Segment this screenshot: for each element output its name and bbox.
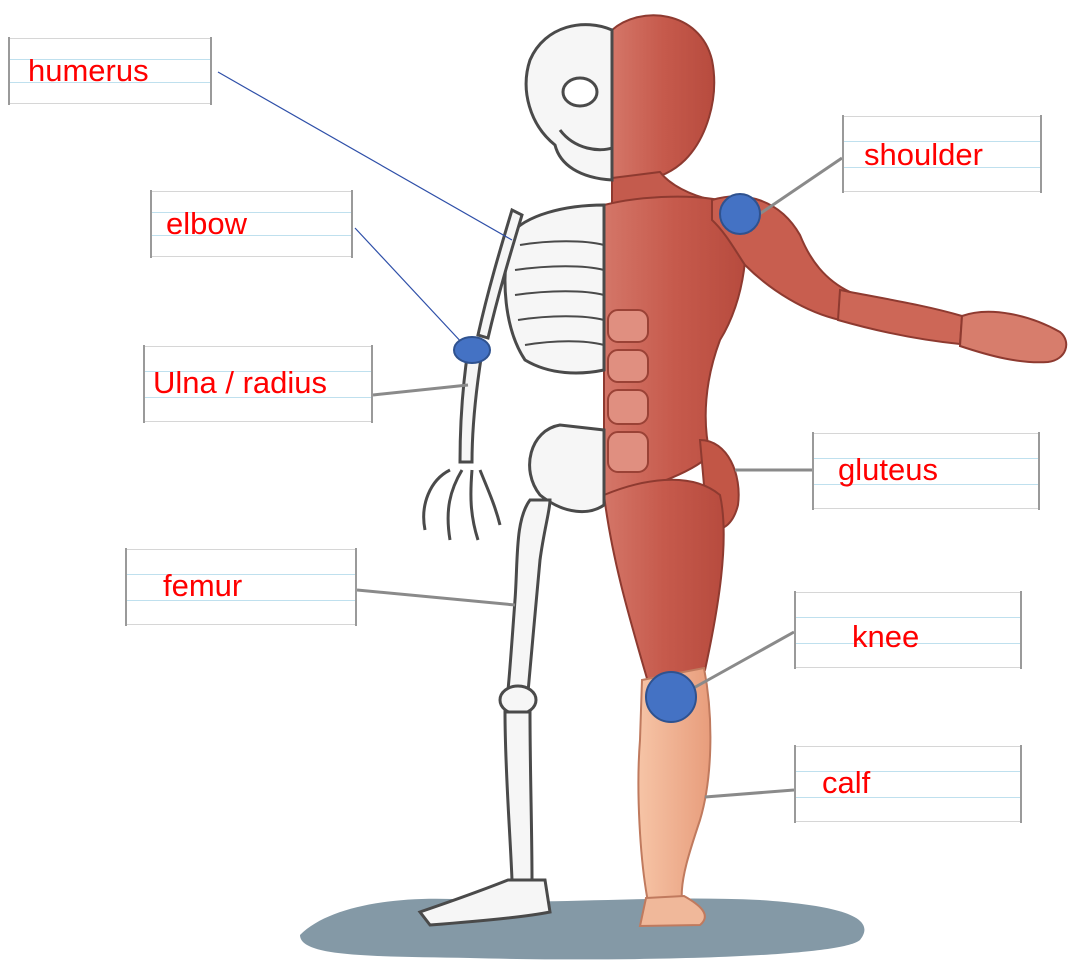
skeleton-half — [420, 25, 612, 925]
muscle-thigh — [604, 480, 724, 682]
label-box-humerus[interactable]: humerus — [8, 37, 212, 105]
muscle-hand — [960, 312, 1066, 362]
rib-cage — [505, 205, 604, 373]
label-box-gluteus[interactable]: gluteus — [812, 432, 1040, 510]
pointer-calf — [705, 790, 794, 797]
label-box-femur[interactable]: femur — [125, 548, 357, 626]
label-box-elbow[interactable]: elbow — [150, 190, 353, 258]
pointer-femur — [357, 590, 515, 605]
label-shoulder: shoulder — [864, 137, 983, 173]
ground-shadow — [300, 899, 864, 960]
bone-femur — [508, 500, 550, 692]
label-ulna-radius: Ulna / radius — [153, 365, 327, 401]
muscle-forearm — [838, 290, 962, 344]
pointer-elbow — [355, 228, 464, 345]
label-box-shoulder[interactable]: shoulder — [842, 115, 1042, 193]
label-knee: knee — [852, 619, 919, 655]
bone-forearm — [460, 350, 482, 462]
label-elbow: elbow — [166, 206, 247, 242]
shoulder-marker-dot — [720, 194, 760, 234]
label-box-ulna-radius[interactable]: Ulna / radius — [143, 345, 373, 423]
label-femur: femur — [163, 568, 242, 604]
label-gluteus: gluteus — [838, 452, 938, 488]
bone-tibia — [505, 712, 532, 880]
label-calf: calf — [822, 765, 870, 801]
pointer-shoulder — [758, 158, 842, 215]
pointer-ulna — [373, 385, 468, 395]
label-box-knee[interactable]: knee — [794, 591, 1022, 669]
bone-hand — [424, 470, 500, 540]
label-box-calf[interactable]: calf — [794, 745, 1022, 823]
label-humerus: humerus — [28, 53, 149, 89]
elbow-marker-dot — [454, 337, 490, 363]
knee-marker-dot — [646, 672, 696, 722]
muscle-head — [612, 15, 714, 182]
